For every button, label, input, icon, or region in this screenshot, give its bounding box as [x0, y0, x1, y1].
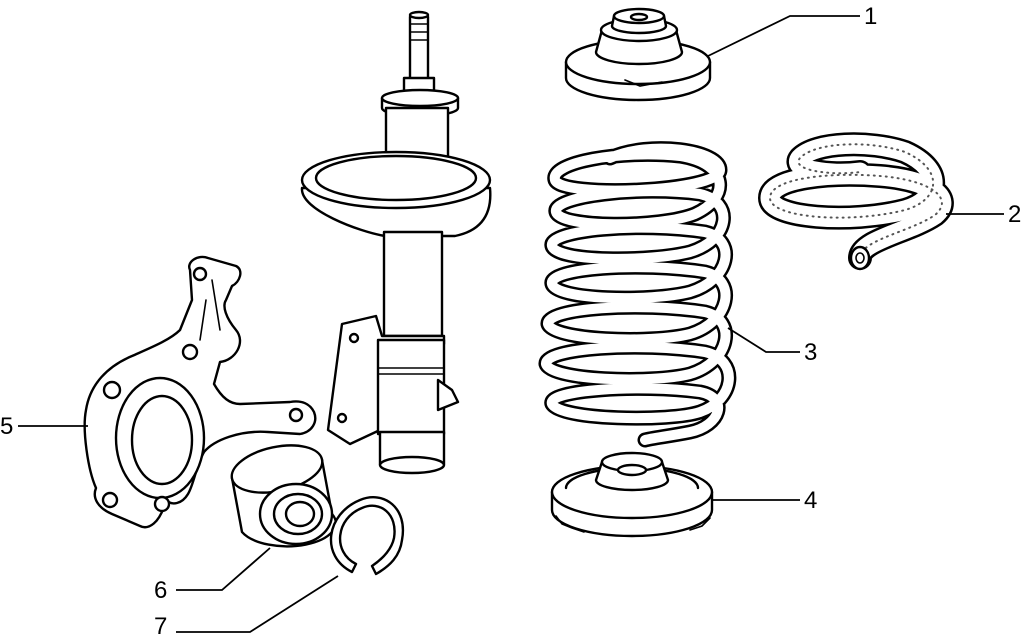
callout-2: 2	[1008, 201, 1021, 228]
leader-1	[707, 15, 860, 57]
leader-lines	[18, 15, 1004, 633]
lower-spring-seat	[550, 451, 714, 538]
steering-knuckle	[83, 255, 317, 529]
callout-5: 5	[0, 413, 13, 440]
callout-6: 6	[154, 577, 167, 604]
retaining-circlip	[329, 496, 405, 576]
leader-3	[727, 327, 800, 353]
leader-6	[176, 547, 271, 591]
upper-strut-mount	[564, 7, 712, 102]
strut-assembly	[300, 10, 492, 475]
callout-4: 4	[804, 487, 817, 514]
wheel-bearing	[230, 444, 337, 548]
callout-7: 7	[154, 613, 167, 637]
callout-labels: 1 2 3 4 5 6 7	[0, 3, 1021, 637]
callout-3: 3	[804, 339, 817, 366]
callout-1: 1	[864, 3, 877, 30]
leader-7	[176, 575, 339, 633]
spring-isolator-pad	[757, 132, 954, 271]
coil-spring	[538, 141, 737, 448]
